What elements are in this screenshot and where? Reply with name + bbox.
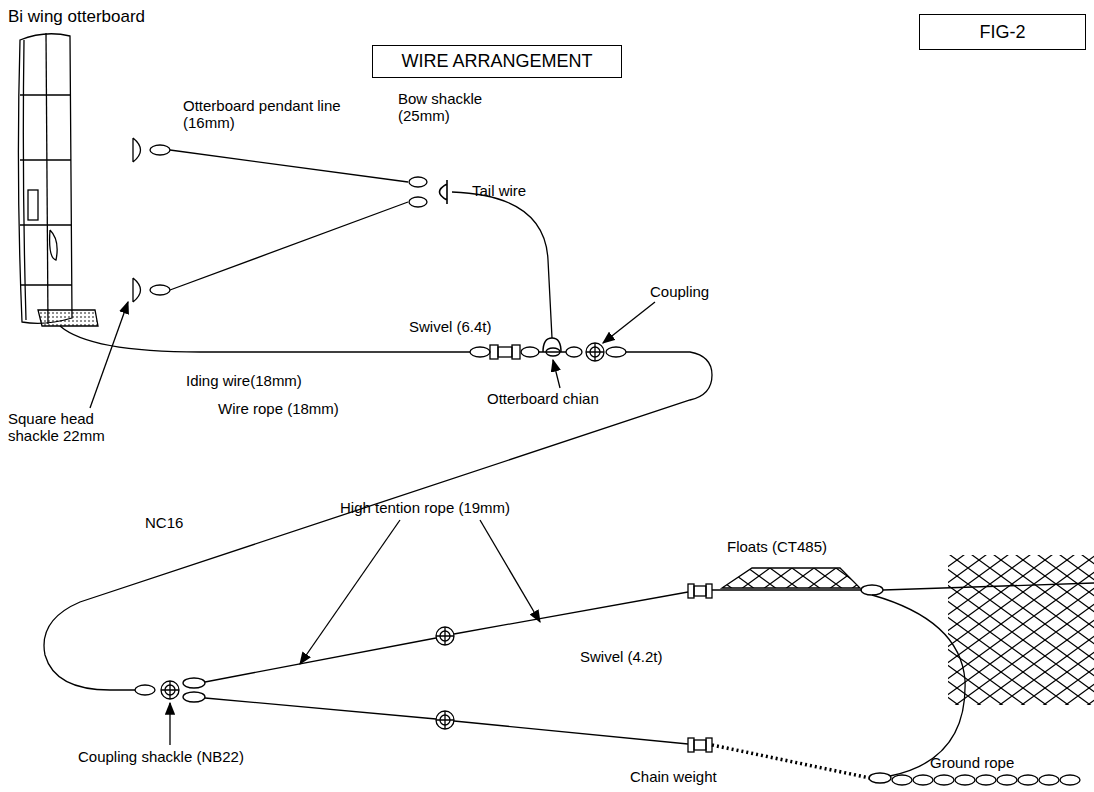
part-name: Square head shackle 22mm [8,410,123,444]
part-name: Iding wire(18mm) [186,372,302,389]
chain-link [934,775,954,785]
chain-link [997,775,1017,785]
part-name: Coupling shackle (NB22) [78,748,244,765]
chain-link [1060,775,1080,785]
part-name: Floats (CT485) [727,538,827,555]
box-title: FIG-2 [979,22,1025,43]
part-name: Ground rope [930,754,1014,771]
part-name: Coupling [650,283,709,300]
part-name: Wire rope (18mm) [218,400,339,417]
part-name: Chain weight [630,768,717,785]
chain-link [976,775,996,785]
part-name: NC16 [145,514,183,531]
title-box: WIRE ARRANGEMENT [372,45,622,78]
part-name: Otterboard pendant line (16mm) [183,97,368,131]
part-name: Bi wing otterboard [8,8,145,25]
chain-link [955,775,975,785]
part-name: Bow shackle (25mm) [398,90,493,124]
chain-link [913,775,933,785]
part-name: High tention rope (19mm) [340,499,510,516]
otterboard [18,33,98,326]
box-title: WIRE ARRANGEMENT [401,51,592,72]
part-name: Swivel (6.4t) [409,318,492,335]
part-name: Otterboard chian [487,390,599,407]
chain-link [1039,775,1059,785]
chain-link [892,775,912,785]
chain-link [1018,775,1038,785]
title-box: FIG-2 [919,14,1086,50]
part-name: Tail wire [472,182,526,199]
part-name: Swivel (4.2t) [580,648,663,665]
